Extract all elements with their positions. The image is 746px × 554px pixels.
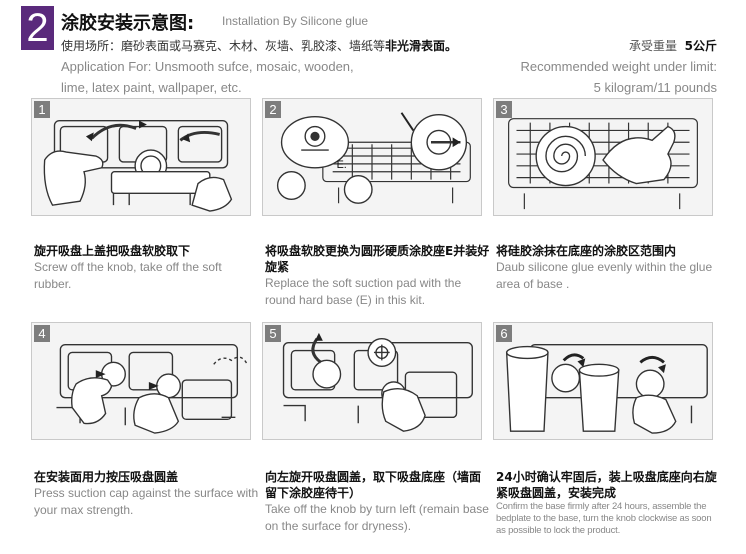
final-assembly-illustration bbox=[505, 343, 708, 434]
step-2-caption: 将吸盘软胶更换为圆形硬质涂胶座E并装好旋紧 Replace the soft s… bbox=[265, 243, 491, 309]
step-3-caption: 将硅胶涂抹在底座的涂胶区范围内 Daub silicone glue evenl… bbox=[496, 243, 722, 293]
step-6-number: 6 bbox=[496, 325, 512, 342]
step-5-cn: 向左旋开吸盘圆盖，取下吸盘底座（墙面留下涂胶座待干） bbox=[265, 470, 482, 500]
usage-en-line1: Application For: Unsmooth sufce, mosaic,… bbox=[61, 59, 354, 74]
header: 2 涂胶安装示意图: Installation By Silicone glue… bbox=[0, 0, 746, 96]
step-1-panel: 1 bbox=[31, 98, 251, 216]
unscrew-knob-illustration bbox=[43, 119, 233, 212]
step-5-number: 5 bbox=[265, 325, 281, 342]
step-3-en: Daub silicone glue evenly within the glu… bbox=[496, 260, 713, 291]
step-1-number: 1 bbox=[34, 101, 50, 118]
weight-en-line1: Recommended weight under limit: bbox=[520, 59, 717, 74]
replace-base-illustration: E. bbox=[276, 112, 471, 204]
step-6-panel: 6 bbox=[493, 322, 713, 440]
step-4-caption: 在安装面用力按压吸盘圆盖 Press suction cap against t… bbox=[34, 469, 260, 519]
title-cn: 涂胶安装示意图: bbox=[61, 13, 195, 34]
step-1-caption: 旋开吸盘上盖把吸盘软胶取下 Screw off the knob, take o… bbox=[34, 243, 260, 293]
step-1-cn: 旋开吸盘上盖把吸盘软胶取下 bbox=[34, 244, 191, 258]
apply-glue-illustration bbox=[508, 118, 698, 210]
press-cap-illustration bbox=[56, 343, 248, 434]
step-1-en: Screw off the knob, take off the soft ru… bbox=[34, 260, 222, 291]
step-5-panel: 5 bbox=[262, 322, 482, 440]
step-4-number: 4 bbox=[34, 325, 50, 342]
step-2-en: Replace the soft suction pad with the ro… bbox=[265, 276, 462, 307]
step-4-panel: 4 bbox=[31, 322, 251, 440]
step-2-number: 2 bbox=[265, 101, 281, 118]
step-3-number: 3 bbox=[496, 101, 512, 118]
usage-cn-bold: 非光滑表面。 bbox=[385, 39, 458, 53]
step-5-caption: 向左旋开吸盘圆盖，取下吸盘底座（墙面留下涂胶座待干） Take off the … bbox=[265, 469, 491, 535]
weight-en-line2: 5 kilogram/11 pounds bbox=[593, 80, 717, 95]
step-3-cn: 将硅胶涂抹在底座的涂胶区范围内 bbox=[496, 244, 677, 258]
step-6-cn: 24小时确认牢固后，装上吸盘底座向右旋紧吸盘圆盖，安装完成 bbox=[496, 470, 717, 500]
step-2-panel: E. 2 bbox=[262, 98, 482, 216]
step-6-en: Confirm the base firmly after 24 hours, … bbox=[496, 501, 712, 536]
step-5-en: Take off the knob by turn left (remain b… bbox=[265, 502, 489, 533]
weight-cn-value: 5公斤 bbox=[684, 39, 717, 53]
weight-cn-label: 承受重量 bbox=[628, 39, 677, 53]
usage-en-line2: lime, latex paint, wallpaper, etc. bbox=[61, 80, 242, 95]
step-3-panel: 3 bbox=[493, 98, 713, 216]
step-6-caption: 24小时确认牢固后，装上吸盘底座向右旋紧吸盘圆盖，安装完成 Confirm th… bbox=[496, 469, 722, 537]
step-4-en: Press suction cap against the surface wi… bbox=[34, 486, 259, 517]
usage-cn: 使用场所：磨砂表面或马赛克、木材、灰墙、乳胶漆、墙纸等非光滑表面。 bbox=[61, 37, 457, 54]
remove-knob-illustration bbox=[282, 332, 473, 432]
label-e: E. bbox=[337, 159, 347, 171]
title-en: Installation By Silicone glue bbox=[222, 14, 369, 28]
step-badge: 2 bbox=[21, 6, 54, 50]
usage-cn-text: 使用场所：磨砂表面或马赛克、木材、灰墙、乳胶漆、墙纸等 bbox=[61, 39, 386, 53]
step-4-cn: 在安装面用力按压吸盘圆盖 bbox=[34, 470, 179, 484]
step-2-cn: 将吸盘软胶更换为圆形硬质涂胶座E并装好旋紧 bbox=[265, 244, 490, 274]
weight-cn: 承受重量 5公斤 bbox=[629, 37, 717, 54]
